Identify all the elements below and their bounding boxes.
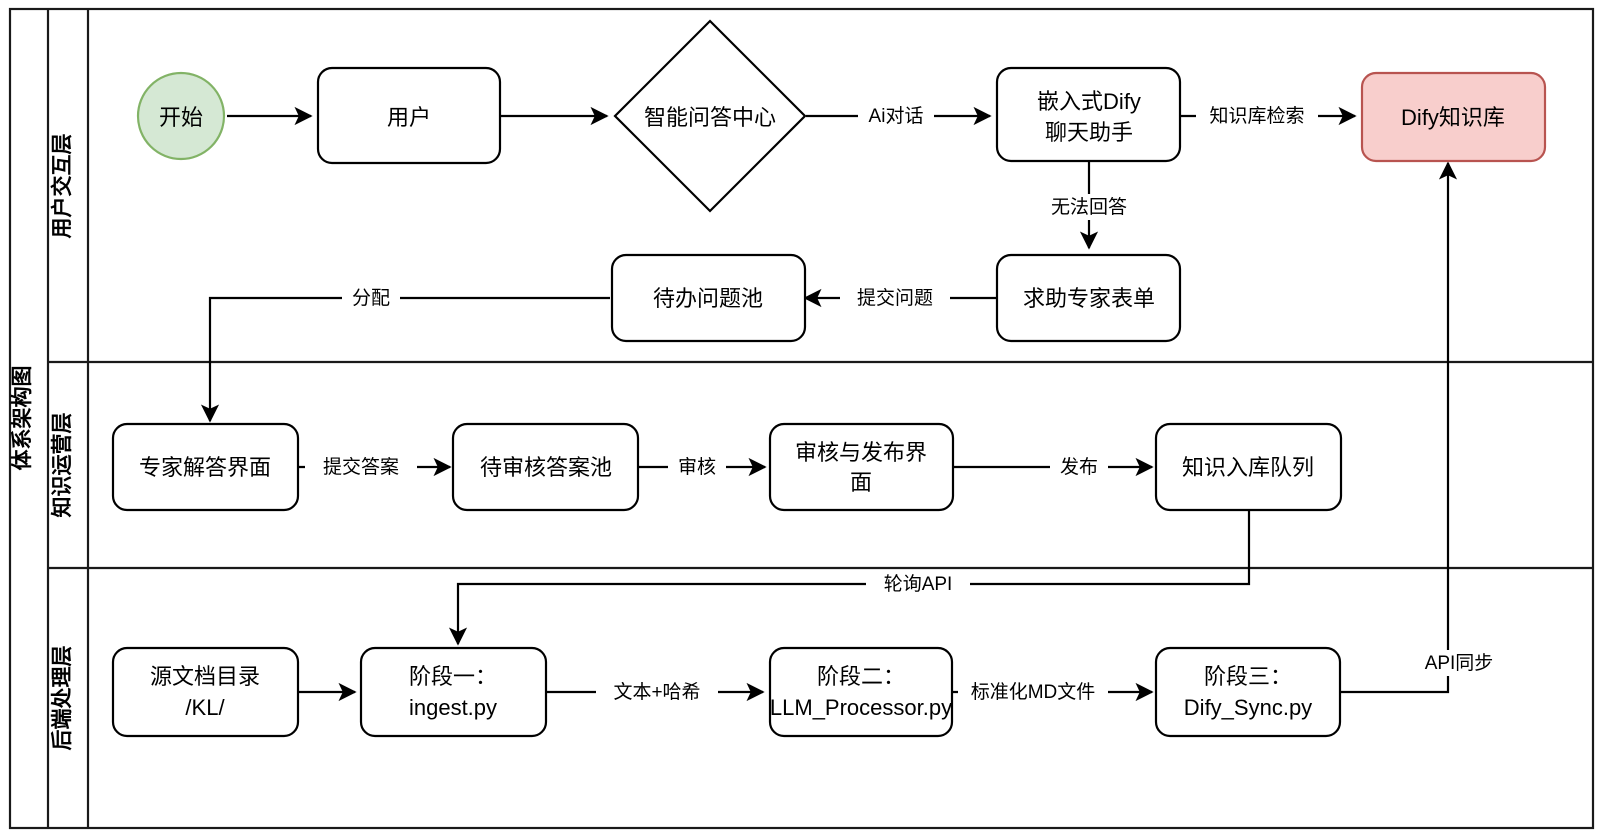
edge-label-ai-dialog: Ai对话 bbox=[869, 105, 924, 127]
edge-label-submit-answer: 提交答案 bbox=[323, 456, 399, 478]
node-expert-ui-label: 专家解答界面 bbox=[139, 455, 271, 480]
edge-stage-3-to-dify-kb: API同步 bbox=[1340, 161, 1511, 694]
edge-expert-ui-to-review-pool: 提交答案 bbox=[298, 454, 452, 480]
node-review-ui-label-line1: 审核与发布界 bbox=[795, 440, 927, 465]
node-todo-pool-label: 待办问题池 bbox=[653, 286, 763, 311]
lane-user-label: 用户交互层 bbox=[50, 134, 74, 239]
node-start[interactable]: 开始 bbox=[136, 71, 226, 161]
edge-dify-chat-to-dify-kb: 知识库检索 bbox=[1180, 103, 1357, 129]
node-qa-center[interactable]: 智能问答中心 bbox=[613, 19, 807, 213]
node-stage-2-label-line1: 阶段二： bbox=[817, 664, 905, 689]
node-kb-queue[interactable]: 知识入库队列 bbox=[1154, 422, 1343, 512]
lane-label-user: 用户交互层 bbox=[50, 134, 74, 239]
edge-label-kb-retrieval: 知识库检索 bbox=[1209, 105, 1304, 127]
edge-label-api-sync: API同步 bbox=[1425, 652, 1494, 674]
edge-review-ui-to-kb-queue: 发布 bbox=[953, 454, 1154, 480]
node-dify-chat[interactable]: 嵌入式Dify 聊天助手 bbox=[995, 66, 1182, 163]
node-dify-kb-label: Dify知识库 bbox=[1401, 105, 1505, 130]
node-review-pool-label: 待审核答案池 bbox=[480, 455, 612, 480]
edge-kb-queue-to-stage-1: 轮询API bbox=[448, 511, 1251, 646]
node-review-ui-label-line2: 面 bbox=[850, 470, 872, 495]
node-stage-2-label-line2: LLM_Processor.py bbox=[770, 695, 952, 720]
pool-title-label: 体系架构图 bbox=[10, 366, 34, 471]
node-stage-1-label-line2: ingest.py bbox=[409, 695, 497, 720]
lane-backend-label: 后端处理层 bbox=[51, 646, 74, 751]
node-src-docs-label-line2: /KL/ bbox=[185, 695, 225, 720]
node-user-label: 用户 bbox=[387, 105, 431, 130]
node-expert-form-label: 求助专家表单 bbox=[1023, 286, 1155, 311]
lane-label-ops: 知识运营层 bbox=[50, 413, 74, 518]
node-review-pool[interactable]: 待审核答案池 bbox=[451, 422, 640, 512]
edge-label-publish: 发布 bbox=[1060, 456, 1098, 478]
edge-label-assign: 分配 bbox=[352, 287, 390, 309]
edge-stage-1-to-stage-2: 文本+哈希 bbox=[546, 679, 765, 705]
edge-expert-form-to-todo-pool: 提交问题 bbox=[803, 285, 997, 311]
edge-label-poll-api: 轮询API bbox=[884, 573, 953, 595]
node-start-label: 开始 bbox=[159, 105, 203, 130]
node-src-docs-label-line1: 源文档目录 bbox=[150, 664, 260, 689]
edge-qa-center-to-dify-chat: Ai对话 bbox=[806, 103, 992, 129]
edge-label-standard-md: 标准化MD文件 bbox=[971, 681, 1096, 703]
edge-label-cannot-answer: 无法回答 bbox=[1051, 196, 1127, 218]
node-kb-queue-label: 知识入库队列 bbox=[1182, 455, 1314, 480]
node-dify-chat-label-line2: 聊天助手 bbox=[1045, 120, 1133, 145]
edge-label-text-hash: 文本+哈希 bbox=[613, 681, 700, 703]
edge-dify-chat-to-expert-form: 无法回答 bbox=[1035, 159, 1145, 250]
node-stage-3-label-line1: 阶段三： bbox=[1204, 664, 1292, 689]
pool-frame bbox=[8, 7, 1595, 830]
node-stage-1-label-line1: 阶段一： bbox=[409, 664, 497, 689]
node-qa-center-label: 智能问答中心 bbox=[644, 105, 776, 130]
node-dify-kb[interactable]: Dify知识库 bbox=[1360, 71, 1547, 163]
edge-label-submit-question: 提交问题 bbox=[857, 287, 933, 309]
edge-review-pool-to-review-ui: 审核 bbox=[638, 454, 767, 480]
edge-stage-2-to-stage-3: 标准化MD文件 bbox=[952, 679, 1154, 705]
edge-todo-pool-to-expert-ui: 分配 bbox=[200, 285, 610, 423]
node-stage-3[interactable]: 阶段三： Dify_Sync.py bbox=[1154, 646, 1342, 738]
node-stage-1[interactable]: 阶段一： ingest.py bbox=[359, 646, 548, 738]
node-stage-2[interactable]: 阶段二： LLM_Processor.py bbox=[768, 646, 954, 738]
node-src-docs[interactable]: 源文档目录 /KL/ bbox=[111, 646, 300, 738]
node-dify-chat-label-line1: 嵌入式Dify bbox=[1037, 89, 1141, 114]
edge-label-review: 审核 bbox=[678, 456, 716, 478]
node-user[interactable]: 用户 bbox=[316, 66, 502, 165]
node-expert-form[interactable]: 求助专家表单 bbox=[995, 253, 1182, 343]
node-review-ui[interactable]: 审核与发布界 面 bbox=[768, 422, 955, 512]
node-todo-pool[interactable]: 待办问题池 bbox=[610, 253, 807, 343]
lane-label-backend: 后端处理层 bbox=[51, 646, 74, 751]
lane-ops-label: 知识运营层 bbox=[50, 413, 74, 518]
node-expert-ui[interactable]: 专家解答界面 bbox=[111, 422, 300, 512]
pool-title: 体系架构图 bbox=[10, 366, 34, 471]
node-stage-3-label-line2: Dify_Sync.py bbox=[1184, 695, 1312, 720]
